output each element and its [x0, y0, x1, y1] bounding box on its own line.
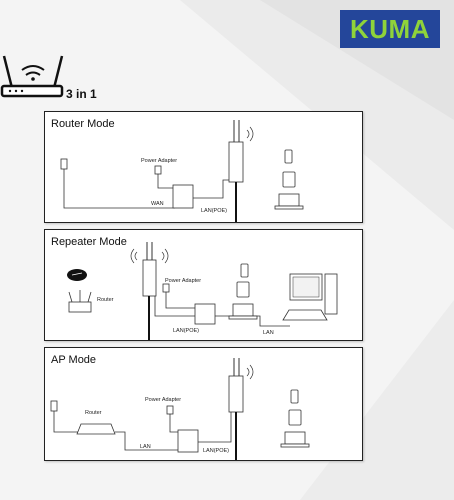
lan-poe-cable: [154, 296, 195, 317]
wifi-signal-icon: [246, 364, 254, 380]
ap-mode-diagram: [50, 358, 310, 460]
power-plug-icon: [162, 283, 170, 293]
panel-title: AP Mode: [51, 354, 97, 366]
ap-mode-panel: AP Mode Router Power Adapter LAN LAN(POE…: [44, 347, 363, 461]
repeater-mode-diagram: [67, 242, 338, 340]
lan-poe-label: LAN(POE): [173, 328, 199, 334]
tablet-icon: [282, 171, 296, 188]
power-adapter-label: Power Adapter: [141, 158, 178, 164]
three-in-one-badge: 3 in 1: [66, 87, 97, 101]
lan-label: LAN: [263, 330, 274, 336]
pc-tower-icon: [324, 273, 338, 315]
phone-icon: [284, 149, 293, 164]
poe-injector-icon: [177, 429, 199, 453]
wifi-signal-icon: [246, 126, 254, 142]
outdoor-ap-icon: [228, 375, 244, 413]
router-mode-panel: Router Mode Power Adapter WAN LAN(POE): [44, 111, 363, 223]
kuma-logo: KUMA: [340, 10, 440, 48]
logo-text: KUMA: [350, 13, 430, 44]
router-device-icon: [76, 423, 116, 435]
panel-title: Repeater Mode: [51, 236, 127, 248]
wifi-signal-icon: [130, 248, 138, 264]
outdoor-ap-icon: [228, 141, 244, 183]
router-device-icon: [68, 301, 92, 313]
wall-jack-icon: [50, 400, 58, 412]
tablet-icon: [236, 281, 250, 298]
router-mode-diagram: [60, 120, 304, 222]
poe-injector-icon: [194, 303, 216, 325]
phone-icon: [240, 263, 249, 278]
panel-title: Router Mode: [51, 118, 115, 130]
lan-poe-cable: [198, 408, 232, 443]
lan-poe-label: LAN(POE): [201, 208, 227, 214]
lan-cable: [115, 431, 178, 451]
outdoor-ap-icon: [142, 259, 157, 297]
lan-poe-label: LAN(POE): [203, 448, 229, 454]
power-plug-icon: [166, 405, 174, 415]
router-icon: [0, 55, 64, 98]
wan-cable: [63, 169, 175, 209]
poe-injector-icon: [172, 184, 194, 209]
power-adapter-label: Power Adapter: [165, 278, 202, 284]
router-label: Router: [97, 297, 114, 303]
wan-label: WAN: [151, 201, 164, 207]
power-plug-icon: [154, 165, 162, 175]
laptop-icon: [232, 303, 254, 317]
laptop-icon: [278, 193, 300, 207]
power-adapter-label: Power Adapter: [145, 397, 182, 403]
wall-jack-icon: [60, 158, 68, 170]
repeater-mode-panel: Repeater Mode Power Adapter Router LAN(P…: [44, 229, 363, 341]
internet-cloud-icon: [67, 269, 87, 281]
keyboard-icon: [282, 309, 328, 321]
laptop-icon: [284, 431, 306, 445]
lan-poe-cable: [193, 179, 233, 199]
tablet-icon: [288, 409, 302, 426]
router-label: Router: [85, 410, 102, 416]
lan-label: LAN: [140, 444, 151, 450]
phone-icon: [290, 389, 299, 404]
